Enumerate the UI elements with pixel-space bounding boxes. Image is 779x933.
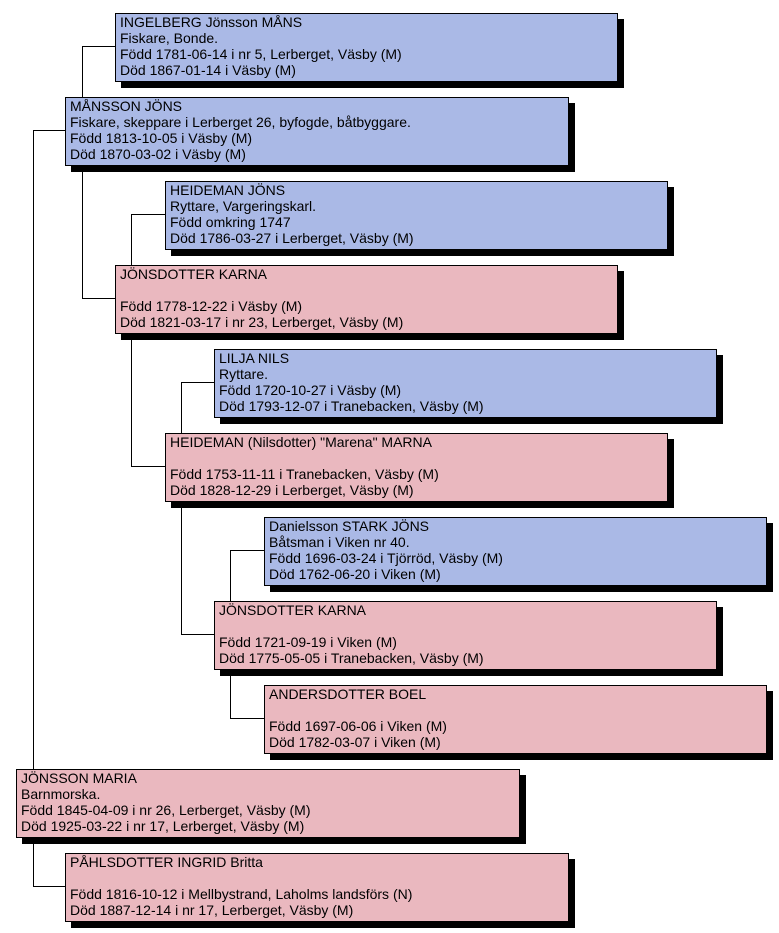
person-box[interactable]: HEIDEMAN (Nilsdotter) "Marena" MARNA Föd… [165,433,668,502]
connector-line [82,46,115,47]
connector-line [33,886,65,887]
connector-line [230,550,264,551]
person-death: Död 1870-03-02 i Väsby (M) [70,146,246,162]
person-death: Död 1782-03-07 i Viken (M) [269,734,441,750]
connector-line [82,46,83,98]
person-box[interactable]: JÖNSDOTTER KARNA Född 1721-09-19 i Viken… [214,601,717,670]
person-box[interactable]: PÅHLSDOTTER INGRID Britta Född 1816-10-1… [65,853,569,922]
person-occupation: Ryttare, Vargeringskarl. [170,198,317,214]
person-name: Danielsson STARK JÖNS [269,518,430,534]
connector-line [33,130,65,131]
connector-line [82,165,83,299]
person-birth: Född 1845-04-09 i nr 26, Lerberget, Väsb… [21,802,311,818]
connector-line [131,466,165,467]
person-birth: Född 1720-10-27 i Väsby (M) [219,382,402,398]
person-death: Död 1887-12-14 i nr 17, Lerberget, Väsby… [70,902,354,918]
person-death: Död 1828-12-29 i Lerberget, Väsby (M) [170,482,414,498]
person-occupation [120,282,613,298]
person-name: JÖNSDOTTER KARNA [219,602,367,618]
connector-line [181,634,214,635]
person-birth: Född 1813-10-05 i Väsby (M) [70,130,253,146]
person-occupation: Barnmorska. [21,786,101,802]
person-name: MÅNSSON JÖNS [70,98,183,114]
connector-line [181,501,182,635]
person-name: ANDERSDOTTER BOEL [269,686,427,702]
person-name: PÅHLSDOTTER INGRID Britta [70,854,263,870]
person-death: Död 1867-01-14 i Väsby (M) [120,62,296,78]
connector-line [230,718,264,719]
connector-line [230,550,231,602]
person-box[interactable]: Danielsson STARK JÖNS Båtsman i Viken nr… [264,517,767,586]
person-occupation: Fiskare, Bonde. [120,30,219,46]
person-name: HEIDEMAN JÖNS [170,182,286,198]
person-death: Död 1762-06-20 i Viken (M) [269,566,441,582]
person-box[interactable]: INGELBERG Jönsson MÅNS Fiskare, Bonde. F… [115,13,618,82]
connector-line [230,669,231,719]
person-birth: Född 1696-03-24 i Tjörröd, Väsby (M) [269,550,503,566]
connector-line [181,382,214,383]
person-name: INGELBERG Jönsson MÅNS [120,14,303,30]
person-birth: Född 1778-12-22 i Väsby (M) [120,298,303,314]
person-death: Död 1775-05-05 i Tranebacken, Väsby (M) [219,650,484,666]
person-occupation [70,870,564,886]
person-occupation [219,618,712,634]
person-birth: Född 1697-06-06 i Viken (M) [269,718,447,734]
person-birth: Född 1753-11-11 i Tranebacken, Väsby (M) [170,466,439,482]
person-birth: Född omkring 1747 [170,214,291,230]
connector-line [131,214,132,266]
person-box[interactable]: JÖNSDOTTER KARNA Född 1778-12-22 i Väsby… [115,265,618,334]
person-occupation: Ryttare. [219,366,269,382]
person-birth: Född 1816-10-12 i Mellbystrand, Laholms … [70,886,413,902]
person-box[interactable]: MÅNSSON JÖNS Fiskare, skeppare i Lerberg… [65,97,569,166]
connector-line [131,214,165,215]
person-birth: Född 1781-06-14 i nr 5, Lerberget, Väsby… [120,46,402,62]
connector-line [82,298,115,299]
person-death: Död 1925-03-22 i nr 17, Lerberget, Väsby… [21,818,305,834]
person-box[interactable]: ANDERSDOTTER BOEL Född 1697-06-06 i Vike… [264,685,767,754]
person-box[interactable]: JÖNSSON MARIA Barnmorska. Född 1845-04-0… [16,769,520,838]
person-death: Död 1793-12-07 i Tranebacken, Väsby (M) [219,398,484,414]
person-death: Död 1786-03-27 i Lerberget, Väsby (M) [170,230,414,246]
person-name: HEIDEMAN (Nilsdotter) "Marena" MARNA [170,434,432,450]
person-occupation: Fiskare, skeppare i Lerberget 26, byfogd… [70,114,411,130]
person-name: JÖNSSON MARIA [21,770,137,786]
person-occupation [269,702,762,718]
person-birth: Född 1721-09-19 i Viken (M) [219,634,397,650]
person-name: LILJA NILS [219,350,290,366]
person-name: JÖNSDOTTER KARNA [120,266,268,282]
person-occupation [170,450,663,466]
person-death: Död 1821-03-17 i nr 23, Lerberget, Väsby… [120,314,404,330]
connector-line [181,382,182,434]
connector-line [33,130,34,887]
person-box[interactable]: HEIDEMAN JÖNS Ryttare, Vargeringskarl. F… [165,181,668,250]
connector-line [131,333,132,467]
person-box[interactable]: LILJA NILS Ryttare. Född 1720-10-27 i Vä… [214,349,717,418]
person-occupation: Båtsman i Viken nr 40. [269,534,410,550]
